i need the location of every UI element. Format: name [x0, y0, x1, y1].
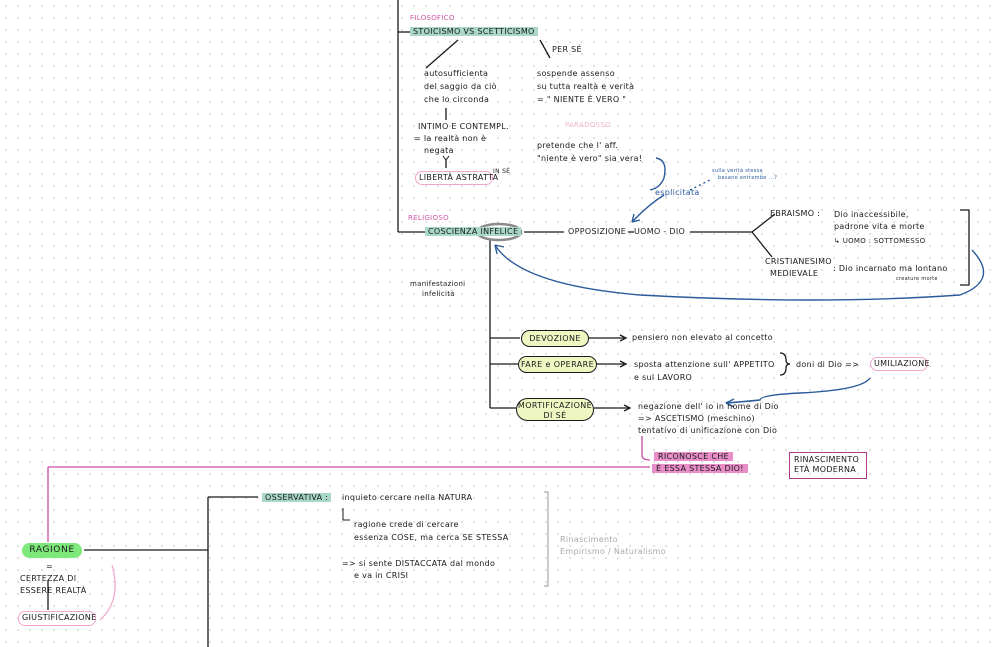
- stoic-line: autosufficienta: [424, 69, 489, 78]
- cristianesimo-line: MEDIEVALE: [770, 269, 819, 278]
- stoic-line: del saggio da ciò: [424, 82, 497, 91]
- mort-line: tentativo di unificazione con Dio: [638, 426, 778, 435]
- mort-line: => ASCETISMO (meschino): [638, 414, 755, 423]
- esplicitata-label: esplicitata: [655, 188, 700, 197]
- sulla-verita-line: sulla verità stessa: [712, 168, 763, 174]
- pretende-line: pretende che l' aff.: [537, 141, 619, 150]
- ebraismo-label: EBRAISMO :: [770, 209, 821, 218]
- osservativa-node: OSSERVATIVA :: [262, 493, 332, 503]
- mort-line: negazione dell' io in nome di Dio: [638, 402, 779, 411]
- doni-label: doni di Dio =>: [796, 360, 860, 369]
- eq-sign: =: [46, 562, 54, 571]
- intimo-line: = la realtà non è: [414, 134, 487, 143]
- rinascimento-gray-line: Rinascimento: [560, 535, 618, 544]
- stoic-line: che lo circonda: [424, 95, 490, 104]
- intimo-line: negata: [424, 146, 454, 155]
- ragione-crede-line: ragione crede di cercare: [354, 520, 459, 529]
- coscienza-node: COSCIENZA INFELICE: [425, 227, 522, 237]
- devozione-desc: pensiero non elevato al concetto: [632, 333, 773, 342]
- ragione-node: RAGIONE: [22, 543, 82, 558]
- scet-line: su tutta realtà e verità: [537, 82, 635, 91]
- cristianesimo-desc: : Dio incarnato ma lontano: [833, 264, 948, 273]
- fare-node: FARE e OPERARE: [518, 356, 597, 373]
- stoicismo-node: STOICISMO VS SCETTICISMO: [410, 27, 538, 37]
- ragione-crede-line: essenza COSE, ma cerca SE STESSA: [354, 533, 509, 542]
- devozione-node: DEVOZIONE: [521, 330, 589, 347]
- riconosce-line: È ESSA STESSA DIO!: [652, 464, 748, 474]
- rinascimento-gray-line: Empirismo / Naturalismo: [560, 547, 666, 556]
- certezza-line: CERTEZZA DI: [20, 574, 77, 583]
- mortificazione-line: DI SÉ: [543, 411, 567, 420]
- rinascimento-box-line: ETÀ MODERNA: [794, 465, 857, 474]
- giustificazione-label: GIUSTIFICAZIONE: [22, 613, 97, 622]
- riconosce-line: RICONOSCE CHE: [654, 452, 733, 462]
- ebraismo-line: Dio inaccessibile,: [834, 210, 909, 219]
- mortificazione-line: MORTIFICAZIONE: [517, 401, 593, 410]
- religioso-label: RELIGIOSO: [408, 214, 449, 222]
- ebraismo-line: ↳ UOMO : SOTTOMESSO: [834, 237, 926, 245]
- rinascimento-box-line: RINASCIMENTO: [794, 455, 860, 464]
- cristianesimo-sub: creature morte: [896, 276, 938, 282]
- certezza-line: ESSERE REALTÀ: [20, 586, 87, 595]
- per-se-label: PER SÉ: [552, 45, 582, 54]
- in-se-label: IN SÉ: [493, 168, 511, 175]
- uomo-dio-label: UOMO - DIO: [634, 227, 686, 236]
- ebraismo-line: padrone vita e morte: [834, 222, 925, 231]
- mortificazione-node: MORTIFICAZIONE DI SÉ: [516, 398, 594, 421]
- distaccata-line: e va in CRISI: [354, 571, 409, 580]
- scet-line: sospende assenso: [537, 69, 615, 78]
- fare-line: sposta attenzione sull' APPETITO: [634, 360, 775, 369]
- filosofico-label: FILOSOFICO: [410, 14, 455, 22]
- paradosso-label: PARADOSSO: [565, 121, 611, 129]
- intimo-line: INTIMO E CONTEMPL.: [418, 122, 509, 131]
- rinascimento-box: RINASCIMENTO ETÀ MODERNA: [789, 452, 867, 479]
- pretende-line: "niente è vero" sia vera!: [537, 154, 643, 163]
- umiliazione-outline: [870, 357, 928, 371]
- fare-line: e sul LAVORO: [634, 373, 693, 382]
- opposizione-label: OPPOSIZIONE: [568, 227, 627, 236]
- scet-line: = " NIENTE È VERO ": [537, 95, 627, 104]
- sulla-verita-line: basano entrambe ...?: [718, 175, 778, 181]
- manifestazioni-line: infelicità: [422, 290, 455, 298]
- liberta-outline: [415, 171, 493, 185]
- distaccata-line: => si sente DISTACCATA dal mondo: [342, 559, 496, 568]
- cristianesimo-line: CRISTIANESIMO: [765, 257, 832, 266]
- umiliazione-label: UMILIAZIONE: [874, 359, 930, 368]
- giustificazione-outline: [18, 611, 96, 626]
- liberta-label: LIBERTÀ ASTRATTA: [419, 173, 499, 182]
- inquieto-label: inquieto cercare nella NATURA: [342, 493, 473, 502]
- manifestazioni-line: manifestazioni: [410, 280, 466, 288]
